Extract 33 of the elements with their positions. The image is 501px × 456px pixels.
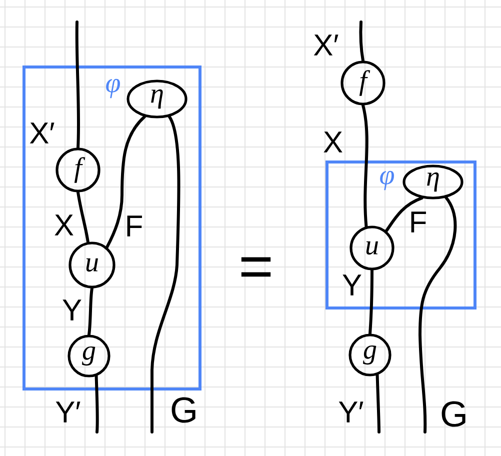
ellipse-node: η	[402, 164, 464, 200]
edge-label: F	[411, 212, 426, 232]
edge-label: G	[172, 397, 196, 423]
wire	[150, 115, 180, 434]
edge-label: Y	[342, 274, 362, 296]
circle-node: g	[68, 334, 110, 378]
wire	[75, 20, 80, 150]
ellipse-node: η	[126, 80, 188, 118]
edge-label: X′	[30, 122, 54, 144]
circle-node: f	[340, 60, 386, 106]
edge-label: Y′	[338, 402, 364, 422]
circle-node: u	[350, 226, 394, 270]
wire	[368, 268, 374, 336]
edge-label: Y′	[56, 402, 80, 422]
wire	[88, 286, 94, 336]
edge-label: X	[324, 132, 342, 152]
wire	[94, 374, 99, 434]
equals-sign: =	[241, 257, 271, 277]
wire	[376, 374, 380, 434]
edge-label: Y	[62, 300, 82, 320]
circle-node: g	[348, 334, 392, 376]
wire	[418, 196, 457, 434]
circle-node: f	[56, 148, 100, 192]
wire	[105, 115, 146, 249]
wire	[384, 196, 424, 232]
circle-node: u	[68, 242, 116, 288]
edge-label: X	[54, 214, 74, 236]
edge-label: G	[442, 401, 466, 427]
wire	[76, 190, 90, 244]
wire	[359, 20, 364, 62]
wire	[362, 104, 368, 228]
edge-label: X′	[314, 34, 338, 56]
edge-label: F	[127, 216, 142, 236]
